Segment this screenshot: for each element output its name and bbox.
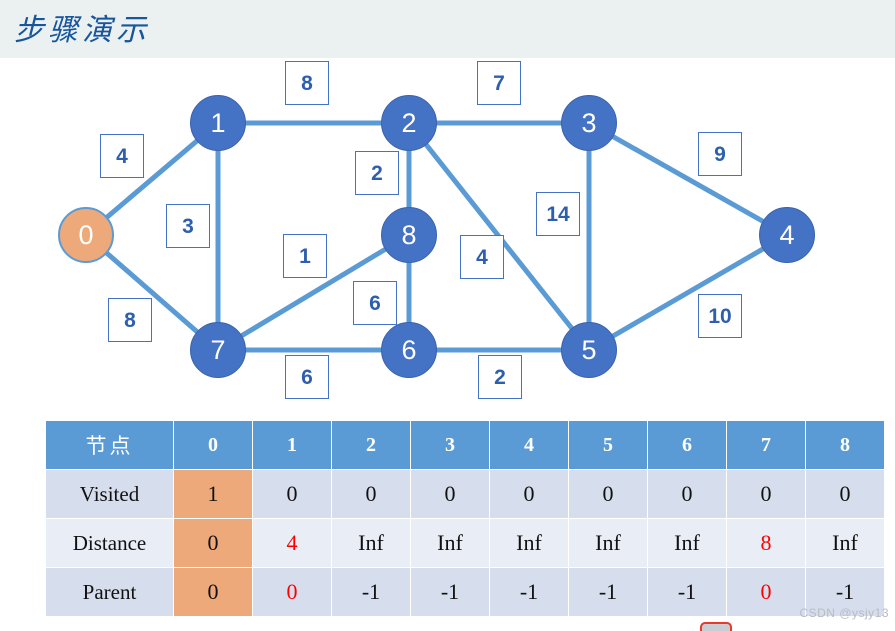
- edge-weight-2-3: 7: [477, 61, 521, 105]
- bottom-red-marker: [700, 622, 732, 631]
- table-cell-parent-7: 0: [726, 567, 806, 617]
- table-cell-distance-0: 0: [173, 518, 253, 568]
- edge-weight-6-7: 6: [285, 355, 329, 399]
- table-cell-parent-4: -1: [489, 567, 569, 617]
- table-cell-parent-3: -1: [410, 567, 490, 617]
- graph-edge-0-1: [83, 120, 221, 238]
- table-cell-distance-1: 4: [252, 518, 332, 568]
- edge-weight-3-4: 9: [698, 132, 742, 176]
- page-title: 步骤演示: [14, 14, 150, 47]
- table-cell-distance-8: Inf: [805, 518, 885, 568]
- table-cell-parent-6: -1: [647, 567, 727, 617]
- graph-node-label: 1: [210, 107, 226, 138]
- table-cell-visited-5: 0: [568, 469, 648, 519]
- graph-node-2[interactable]: 2: [381, 95, 437, 151]
- table-cell-visited-4: 0: [489, 469, 569, 519]
- edge-weight-7-8: 1: [283, 234, 327, 278]
- table-col-header-7: 7: [726, 420, 806, 470]
- edge-weight-6-8: 6: [353, 281, 397, 325]
- table-cell-visited-7: 0: [726, 469, 806, 519]
- table-col-header-6: 6: [647, 420, 727, 470]
- edge-weight-2-5: 4: [460, 235, 504, 279]
- table-cell-parent-5: -1: [568, 567, 648, 617]
- edge-weight-4-5: 10: [698, 294, 742, 338]
- edge-weight-3-5: 14: [536, 192, 580, 236]
- table-cell-visited-1: 0: [252, 469, 332, 519]
- table-col-header-1: 1: [252, 420, 332, 470]
- table-cell-parent-0: 0: [173, 567, 253, 617]
- graph-node-3[interactable]: 3: [561, 95, 617, 151]
- graph-node-label: 5: [581, 334, 597, 365]
- table-row-label: Visited: [45, 469, 174, 519]
- table-cell-distance-6: Inf: [647, 518, 727, 568]
- edge-weight-0-7: 8: [108, 298, 152, 342]
- edge-weight-1-7: 3: [166, 204, 210, 248]
- table-cell-distance-3: Inf: [410, 518, 490, 568]
- edge-weight-5-6: 2: [478, 355, 522, 399]
- edge-weight-2-8: 2: [355, 151, 399, 195]
- table-col-header-8: 8: [805, 420, 885, 470]
- table-col-header-2: 2: [331, 420, 411, 470]
- graph-edge-7-8: [215, 232, 412, 353]
- graph-node-4[interactable]: 4: [759, 207, 815, 263]
- table-cell-visited-2: 0: [331, 469, 411, 519]
- graph-node-0[interactable]: 0: [58, 207, 114, 263]
- table-cell-parent-2: -1: [331, 567, 411, 617]
- table-col-header-0: 0: [173, 420, 253, 470]
- table-cell-distance-4: Inf: [489, 518, 569, 568]
- graph-edge-4-5: [586, 232, 790, 353]
- graph-node-8[interactable]: 8: [381, 207, 437, 263]
- graph-edge-3-4: [586, 120, 790, 238]
- graph-node-label: 4: [779, 219, 795, 250]
- table-cell-distance-7: 8: [726, 518, 806, 568]
- graph-node-label: 8: [401, 219, 417, 250]
- title-band: [0, 0, 895, 58]
- table-cell-visited-3: 0: [410, 469, 490, 519]
- table-row-label: Distance: [45, 518, 174, 568]
- table-cell-visited-8: 0: [805, 469, 885, 519]
- graph-node-label: 2: [401, 107, 417, 138]
- table-cell-visited-6: 0: [647, 469, 727, 519]
- table-col-header-4: 4: [489, 420, 569, 470]
- graph-edges-svg: [83, 120, 790, 353]
- graph-node-7[interactable]: 7: [190, 322, 246, 378]
- graph-node-label: 6: [401, 334, 417, 365]
- table-row-label: Parent: [45, 567, 174, 617]
- table-cell-distance-2: Inf: [331, 518, 411, 568]
- table-cell-parent-8: -1: [805, 567, 885, 617]
- graph-node-label: 0: [78, 219, 94, 250]
- graph-node-6[interactable]: 6: [381, 322, 437, 378]
- table-cell-visited-0: 1: [173, 469, 253, 519]
- graph-node-label: 3: [581, 107, 597, 138]
- table-corner-header: 节点: [45, 420, 174, 470]
- graph-node-1[interactable]: 1: [190, 95, 246, 151]
- edge-weight-0-1: 4: [100, 134, 144, 178]
- graph-node-5[interactable]: 5: [561, 322, 617, 378]
- graph-node-label: 7: [210, 334, 226, 365]
- table-cell-distance-5: Inf: [568, 518, 648, 568]
- table-col-header-3: 3: [410, 420, 490, 470]
- watermark: CSDN @ysjy13: [799, 606, 889, 620]
- table-cell-parent-1: 0: [252, 567, 332, 617]
- edge-weight-1-2: 8: [285, 61, 329, 105]
- table-col-header-5: 5: [568, 420, 648, 470]
